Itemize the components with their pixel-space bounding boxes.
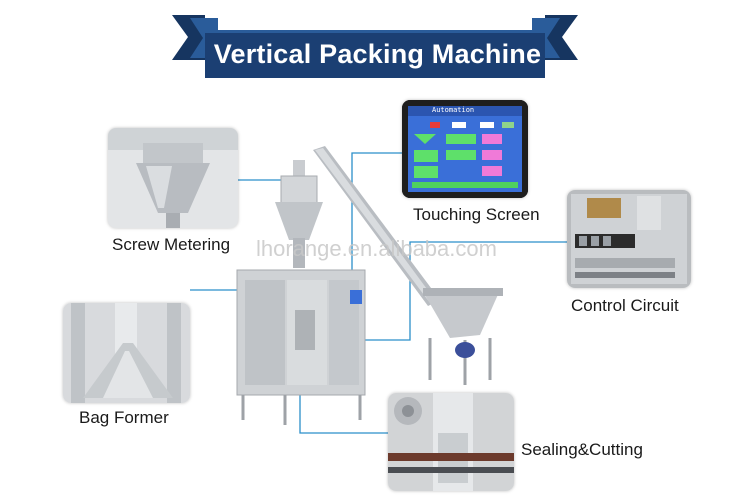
page-title: Vertical Packing Machine: [213, 39, 542, 69]
screw-metering-photo: [108, 128, 238, 228]
banner-ribbon-graphic: [172, 15, 578, 78]
title-banner: Vertical Packing Machine: [0, 0, 750, 92]
sealing-cutting-photo: [388, 393, 514, 491]
screen-title: Automation: [432, 106, 475, 114]
control-circuit-photo: [567, 190, 691, 288]
sealing-cutting-label: Sealing&Cutting: [521, 440, 643, 459]
vertical-packing-machine-image: [236, 146, 503, 425]
touching-screen-photo: Automation: [402, 100, 528, 198]
watermark-text: lhorange.en.alibaba.com: [256, 236, 497, 261]
bag-former-photo: [63, 303, 190, 403]
control-circuit-label: Control Circuit: [571, 296, 679, 315]
screw-metering-label: Screw Metering: [112, 235, 231, 254]
bag-former-label: Bag Former: [79, 408, 169, 427]
touching-screen-label: Touching Screen: [413, 205, 540, 224]
